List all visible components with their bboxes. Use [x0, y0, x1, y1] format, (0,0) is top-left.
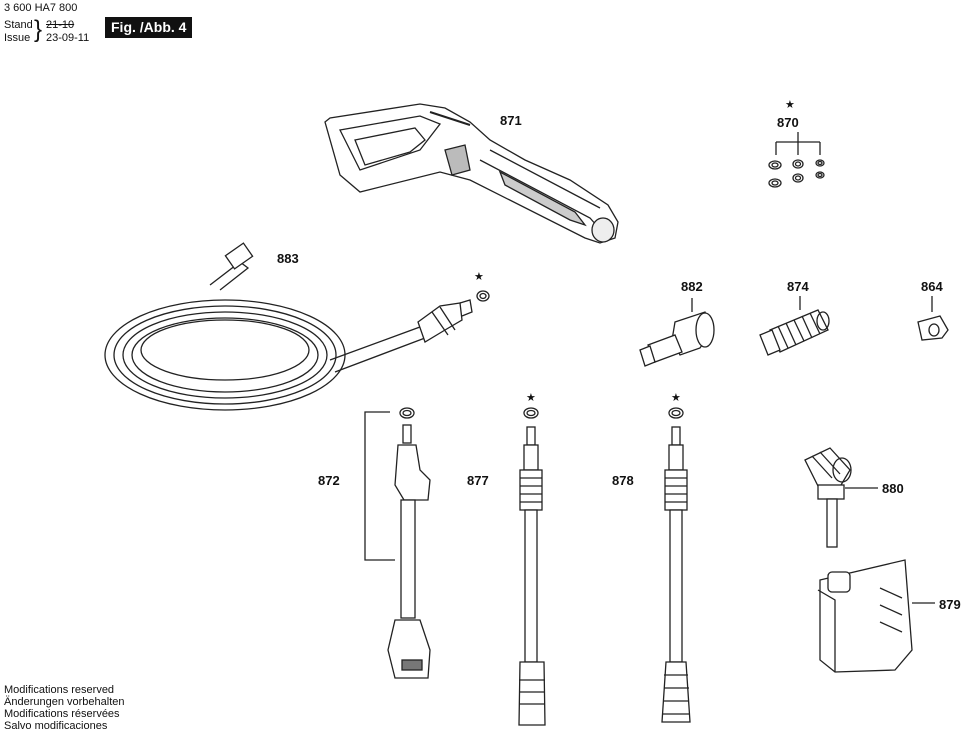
lance-878-icon	[661, 407, 691, 723]
document-number: 3 600 HA7 800	[4, 2, 78, 14]
part-label-883: 883	[277, 251, 299, 266]
adapter-882-icon	[639, 298, 715, 367]
hose-reel-883-icon	[104, 242, 490, 411]
part-label-882: 882	[681, 279, 703, 294]
stand-label: Stand	[4, 19, 33, 31]
brace-icon: }	[34, 16, 43, 43]
star-marker-icon: ★	[474, 271, 484, 283]
o-ring-set-870-icon	[768, 132, 825, 188]
lance-877-icon	[518, 407, 546, 726]
part-label-879: 879	[939, 597, 961, 612]
part-label-877: 877	[467, 473, 489, 488]
footer-line: Änderungen vorbehalten	[4, 696, 125, 708]
trigger-gun-871-icon	[324, 103, 619, 244]
part-label-878: 878	[612, 473, 634, 488]
star-marker-icon: ★	[671, 392, 681, 404]
detergent-nozzle-880-icon	[804, 447, 878, 548]
clip-864-icon	[917, 296, 949, 341]
detergent-tank-879-icon	[817, 559, 935, 673]
star-marker-icon: ★	[785, 99, 795, 111]
footer-line: Modifications reserved	[4, 684, 115, 696]
part-label-874: 874	[787, 279, 809, 294]
part-label-864: 864	[921, 279, 943, 294]
issue-date: 23-09-11	[46, 32, 90, 44]
part-label-872: 872	[318, 473, 340, 488]
star-marker-icon: ★	[526, 392, 536, 404]
part-label-871: 871	[500, 113, 522, 128]
part-label-870: 870	[777, 115, 799, 130]
issue-label: Issue	[4, 32, 31, 44]
figure-label: Fig. /Abb. 4	[105, 17, 193, 38]
footer-line: Salvo modificaciones	[4, 720, 108, 732]
rotary-nozzle-874-icon	[759, 296, 830, 356]
stand-date: 21-10	[46, 19, 75, 31]
footer-line: Modifications réservées	[4, 708, 120, 720]
lance-872-icon	[364, 407, 431, 679]
part-label-880: 880	[882, 481, 904, 496]
